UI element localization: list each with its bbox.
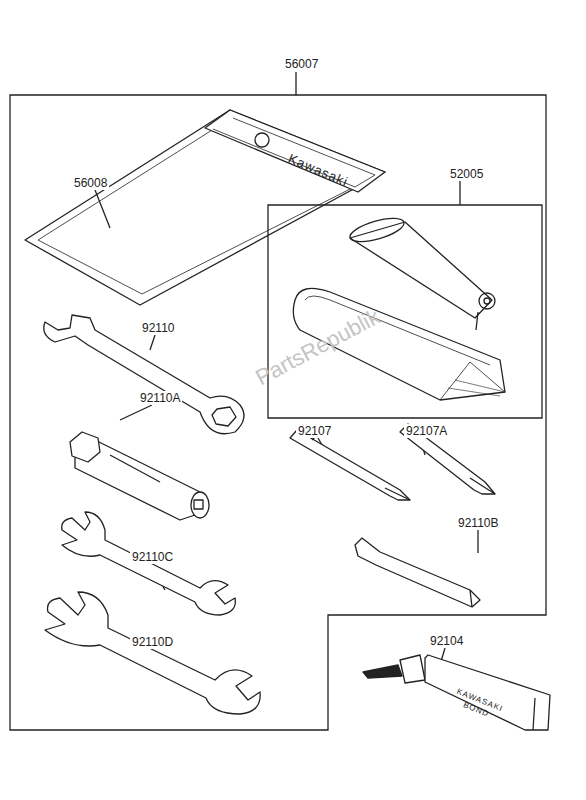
part-number: 92110A (138, 391, 182, 405)
open-wrench-large (45, 592, 260, 714)
part-number: 92110D (130, 635, 175, 649)
part-number: 92107A (404, 424, 449, 438)
region-outline (268, 165, 544, 421)
kit-group-box: 52005 (268, 165, 542, 419)
box-wrench (70, 432, 209, 520)
region-outline (10, 55, 548, 733)
tool-bag (25, 110, 385, 305)
spanner (44, 315, 244, 434)
bond-tube (363, 655, 550, 730)
part-number: 56008 (72, 176, 109, 190)
part-number: 56007 (283, 57, 320, 71)
kit-region: 56007 52005 (10, 55, 546, 731)
watermark: PartsRepublik (250, 304, 386, 391)
part-number: 92107 (296, 424, 333, 438)
pouch-and-handle (293, 214, 505, 400)
part-number: 52005 (448, 167, 485, 181)
hex-key (355, 538, 480, 607)
screwdrivers (290, 424, 495, 500)
part-number: 92110 (140, 321, 176, 335)
part-number: 92110B (456, 516, 500, 530)
part-number: 92110C (130, 550, 175, 564)
part-number: 92104 (428, 634, 465, 648)
